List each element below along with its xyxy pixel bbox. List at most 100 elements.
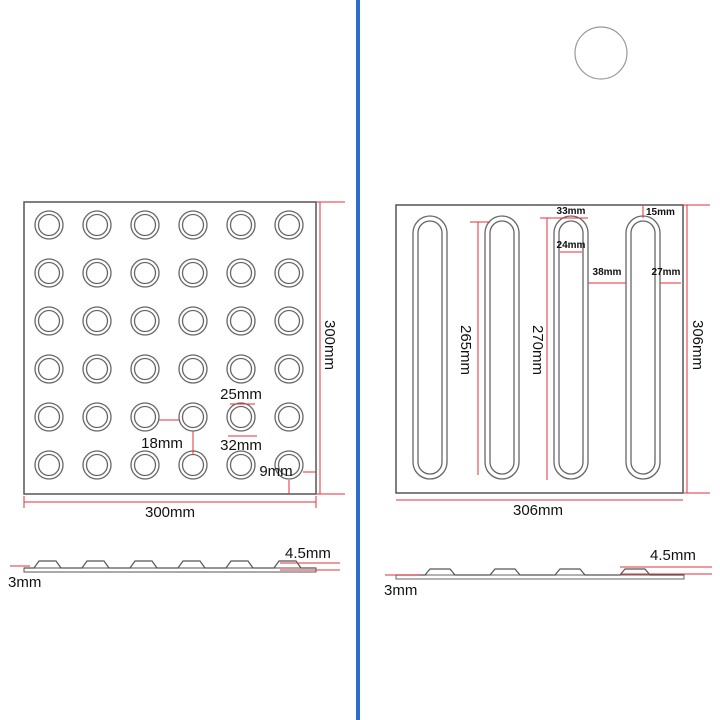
dot-stud-outer: [226, 210, 256, 240]
dot-stud-inner: [37, 261, 61, 285]
dot-stud-inner: [133, 309, 157, 333]
dot-stud-outer: [274, 450, 304, 480]
dot-stud-inner: [277, 213, 301, 237]
dot-stud-outer: [82, 402, 112, 432]
dot-stud-inner: [37, 213, 61, 237]
decorative-circle: [574, 26, 628, 80]
dot-stud-inner: [277, 405, 301, 429]
bar-profile-height-label: 4.5mm: [650, 547, 696, 564]
dot-stud-inner: [229, 213, 253, 237]
dot-stud-outer: [130, 450, 160, 480]
bar-stud-outer: [412, 215, 448, 480]
dot-stud-outer: [82, 210, 112, 240]
dot-tile-plate: [23, 201, 317, 495]
dot-stud-outer: [274, 402, 304, 432]
dot-stud-inner: [85, 357, 109, 381]
dot-stud-outer: [34, 402, 64, 432]
dot-stud-outer: [226, 258, 256, 288]
dot-stud-inner: [181, 309, 205, 333]
dot-stud-inner: [37, 405, 61, 429]
dot-stud-outer: [130, 258, 160, 288]
dot-stud-outer: [82, 306, 112, 336]
dot-stud-inner: [37, 357, 61, 381]
dot-stud-inner: [181, 405, 205, 429]
dot-stud-outer: [178, 210, 208, 240]
bar-stud-outer: [484, 215, 520, 480]
bar-profile-base-label: 3mm: [384, 582, 417, 599]
dot-stud-outer: [226, 354, 256, 384]
dot-stud-inner: [181, 261, 205, 285]
dot-gap-label: 18mm: [141, 435, 183, 452]
bar-top-margin-label: 15mm: [646, 207, 675, 218]
dot-stud-outer: [34, 450, 64, 480]
dot-diameter-label: 25mm: [220, 386, 262, 403]
dot-stud-outer: [82, 450, 112, 480]
dot-stud-outer: [34, 306, 64, 336]
dot-stud-inner: [229, 261, 253, 285]
dot-stud-outer: [130, 402, 160, 432]
dot-stud-inner: [85, 453, 109, 477]
dot-tile-width-label: 300mm: [145, 504, 195, 521]
dot-tile-side-profile: 4.5mm 3mm: [8, 545, 340, 591]
dot-stud-inner: [277, 357, 301, 381]
bar-stud-inner: [417, 220, 443, 475]
bar-tile-top-view: 306mm 306mm 265mm 270mm 33mm 24mm 38mm 2…: [395, 204, 710, 519]
dot-stud-outer: [274, 354, 304, 384]
dot-stud-outer: [178, 354, 208, 384]
dot-stud-inner: [277, 453, 301, 477]
bar-tile-height-label: 306mm: [689, 320, 706, 370]
bar-tile-width-label: 306mm: [513, 502, 563, 519]
dot-stud-outer: [82, 258, 112, 288]
dot-stud-inner: [277, 261, 301, 285]
bar-stud-inner: [630, 220, 656, 475]
dot-stud-inner: [133, 213, 157, 237]
bar-outer-width-label: 33mm: [557, 206, 586, 217]
dot-tile-height-label: 300mm: [321, 320, 338, 370]
dot-stud-inner: [133, 261, 157, 285]
dot-stud-inner: [85, 309, 109, 333]
dot-stud-inner: [133, 453, 157, 477]
dot-stud-outer: [34, 210, 64, 240]
dot-stud-outer: [130, 210, 160, 240]
dot-profile-height-label: 4.5mm: [285, 545, 331, 562]
dot-stud-outer: [34, 258, 64, 288]
dot-stud-inner: [229, 357, 253, 381]
bar-side-margin-label: 27mm: [652, 267, 681, 278]
dot-stud-outer: [274, 210, 304, 240]
dot-profile-base-label: 3mm: [8, 574, 41, 591]
dot-stud-inner: [229, 309, 253, 333]
dot-stud-inner: [133, 405, 157, 429]
dot-stud-outer: [130, 354, 160, 384]
dot-stud-inner: [277, 309, 301, 333]
bar-stud-outer: [553, 215, 589, 480]
dot-stud-inner: [229, 453, 253, 477]
bar-inner-length-label: 265mm: [457, 325, 474, 375]
dot-stud-outer: [178, 306, 208, 336]
bar-inner-width-label: 24mm: [557, 240, 586, 251]
dot-stud-inner: [181, 357, 205, 381]
edge-margin-label: 9mm: [259, 463, 292, 480]
bar-gap-label: 38mm: [593, 267, 622, 278]
bar-tile-side-profile: 4.5mm 3mm: [384, 547, 712, 599]
dot-stud-outer: [274, 258, 304, 288]
bar-stud-inner: [489, 220, 515, 475]
dot-outer-label: 32mm: [220, 437, 262, 454]
bar-outer-length-label: 270mm: [529, 325, 546, 375]
dot-stud-outer: [34, 354, 64, 384]
bar-tile-plate: [395, 204, 684, 494]
dot-stud-outer: [226, 402, 256, 432]
dot-stud-inner: [85, 213, 109, 237]
dot-stud-outer: [226, 306, 256, 336]
dot-stud-outer: [274, 306, 304, 336]
bar-stud-inner: [558, 220, 584, 475]
dot-stud-outer: [226, 450, 256, 480]
dot-stud-inner: [181, 213, 205, 237]
dot-stud-inner: [85, 405, 109, 429]
dot-stud-outer: [178, 258, 208, 288]
dot-stud-inner: [133, 357, 157, 381]
dot-stud-outer: [130, 306, 160, 336]
dot-stud-inner: [85, 261, 109, 285]
dot-stud-inner: [37, 309, 61, 333]
dot-stud-inner: [37, 453, 61, 477]
